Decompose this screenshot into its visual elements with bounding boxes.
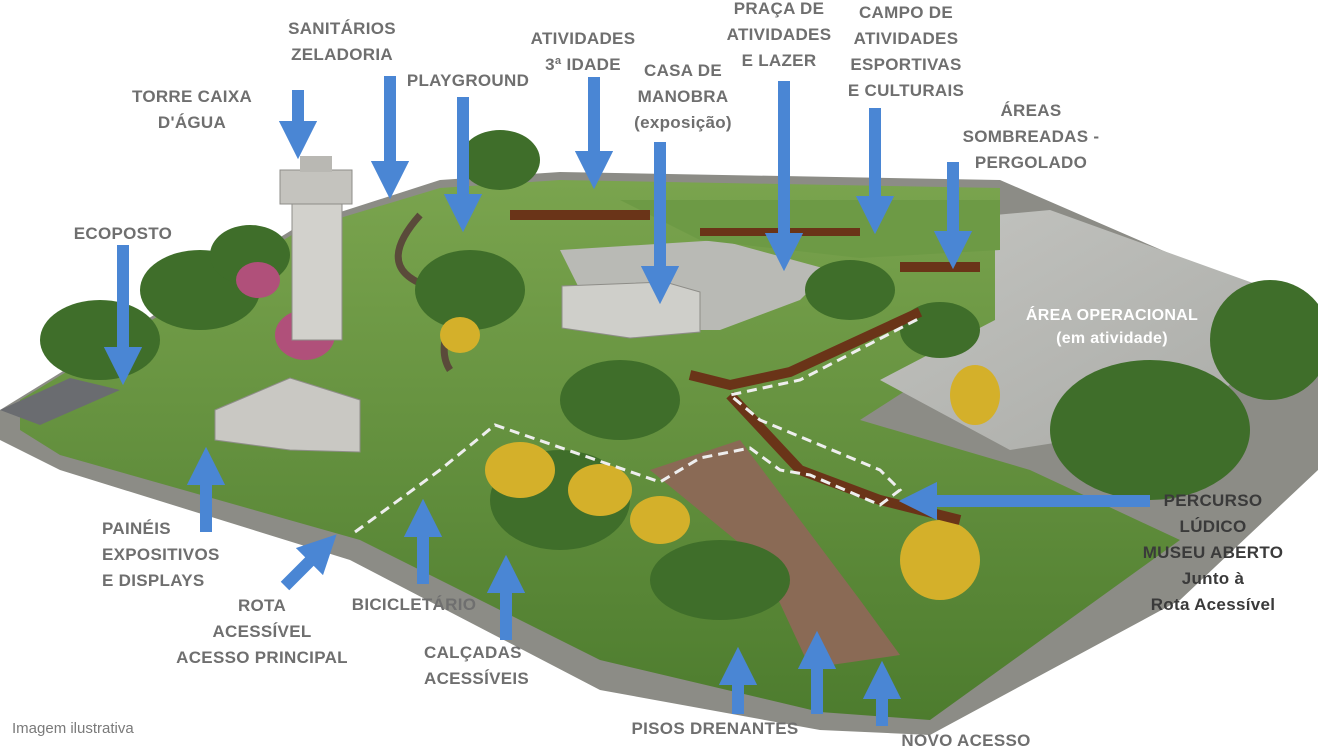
label-paineis-expositivos: PAINÉIS EXPOSITIVOS E DISPLAYS [102,519,220,590]
label-areas-sombreadas: ÁREAS SOMBREADAS - PERGOLADO [962,101,1100,172]
flowering-trees [236,262,1000,600]
label-novo-acesso: NOVO ACESSO [901,731,1031,750]
label-percurso-ludico: PERCURSO LÚDICO MUSEU ABERTO Junto à Rot… [1142,491,1284,614]
ecopost-canopy [0,378,120,425]
casa-de-manobra [561,281,701,339]
restroom-building [214,377,361,453]
label-praca-de-atividades: PRAÇA DE ATIVIDADES E LAZER [726,0,832,70]
water-tower-cap [300,156,332,172]
drainage-pavement [650,440,900,668]
pergola-2 [510,210,650,220]
label-campo-de-atividades: CAMPO DE ATIVIDADES ESPORTIVAS E CULTURA… [847,3,965,100]
image-caption: Imagem ilustrativa [12,720,134,737]
label-sanitarios-zeladoria: SANITÁRIOS ZELADORIA [288,19,396,64]
arrow-rota [280,534,337,591]
label-playground: PLAYGROUND [406,71,530,90]
label-torre-caixa-dagua: TORRE CAIXA D'ÁGUA [131,87,253,132]
accessible-route-dashes [354,316,921,534]
water-tower-shaft [291,199,343,341]
accessible-ludic-route [688,307,923,391]
label-ecoposto: ECOPOSTO [73,224,173,243]
label-rota-acessivel: ROTA ACESSÍVEL ACESSO PRINCIPAL [176,596,348,667]
label-atividades-3a-idade: ATIVIDADES 3ª IDADE [530,29,636,74]
label-casa-de-manobra: CASA DE MANOBRA (exposição) [634,61,732,132]
label-area-operacional: ÁREA OPERACIONAL (em atividade) [1025,307,1199,347]
water-tower-top [279,169,353,205]
callout-arrows [103,76,1150,726]
label-calcadas-acessiveis: CALÇADAS ACESSÍVEIS [424,643,530,688]
label-pisos-drenantes: PISOS DRENANTES [631,719,799,738]
label-bicicletario: BICICLETÁRIO [351,595,477,614]
pergola [900,262,980,272]
